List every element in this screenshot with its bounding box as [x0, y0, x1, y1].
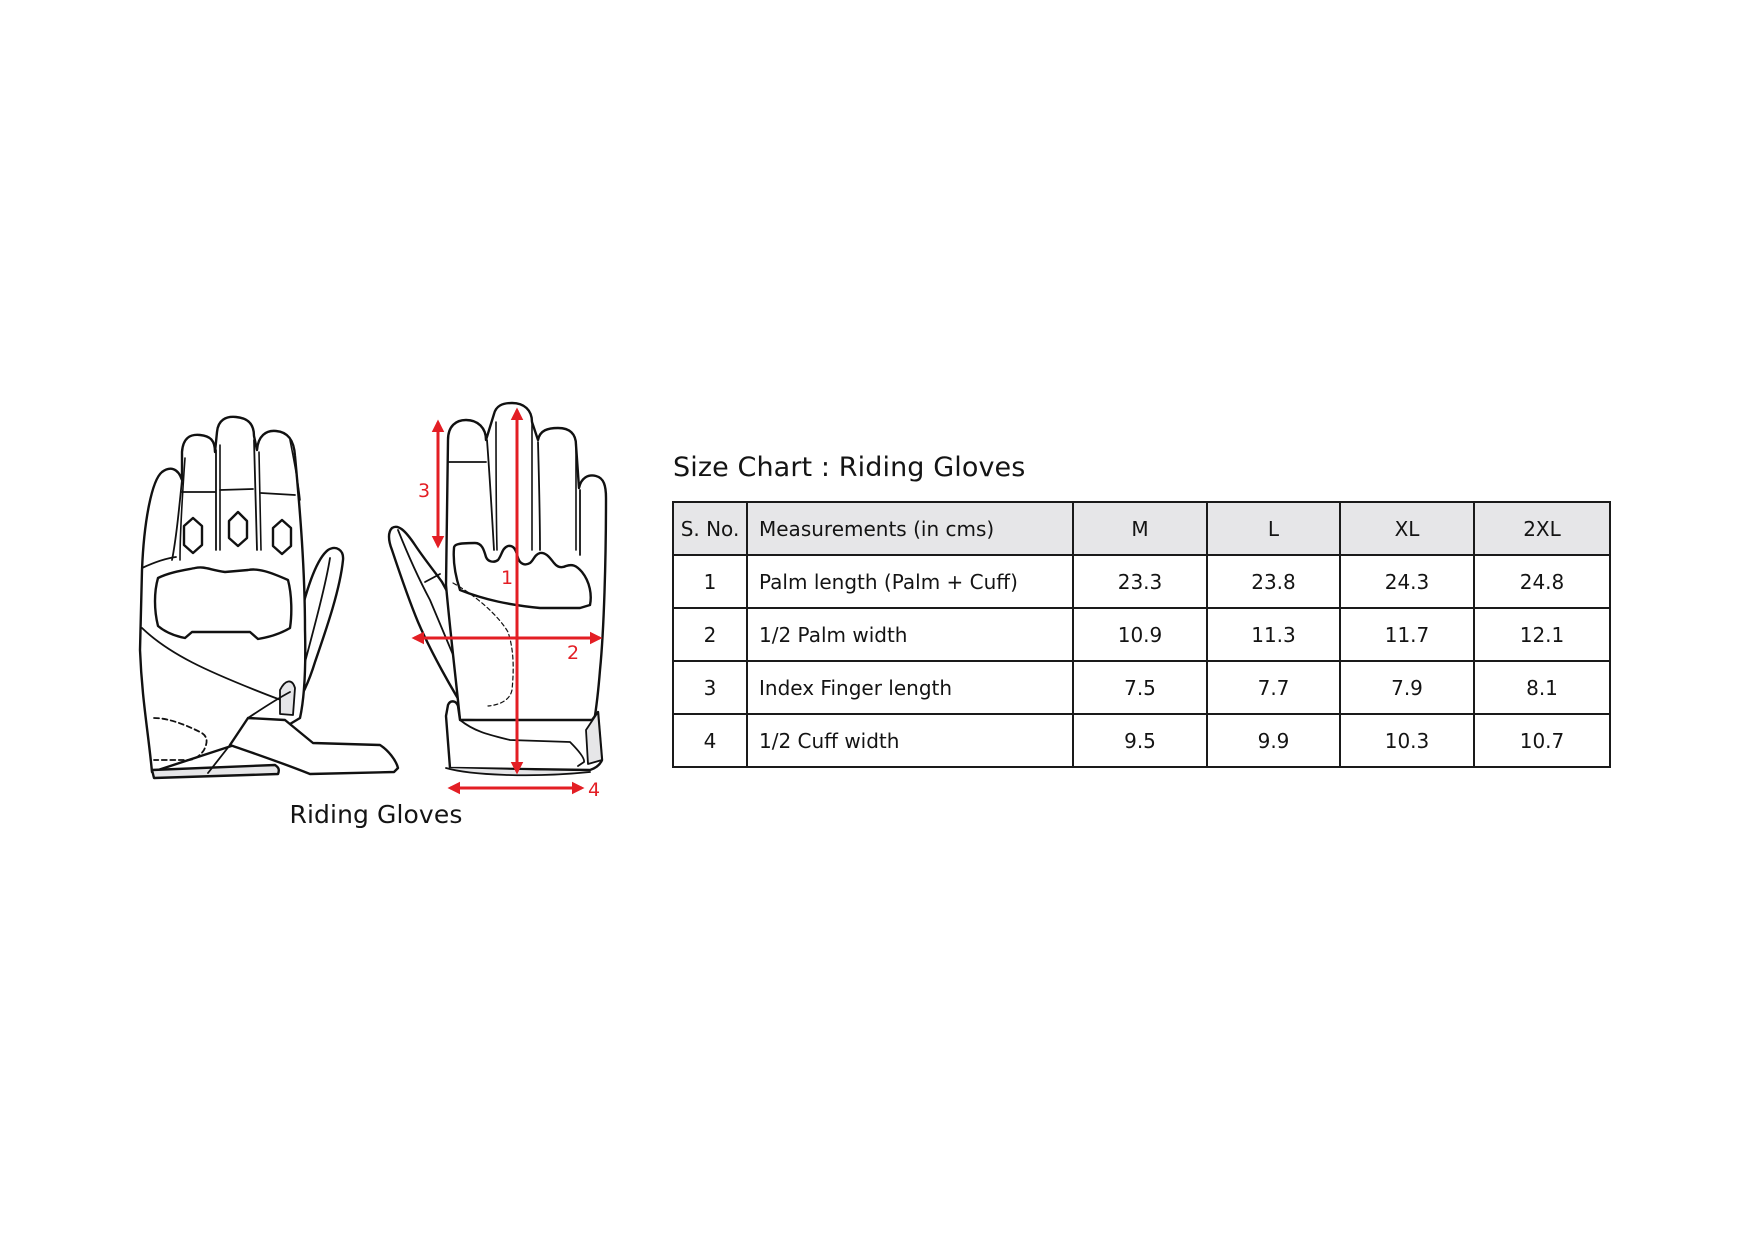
measurement-arrows: [411, 407, 603, 795]
measure-label-4: 4: [588, 779, 600, 801]
table-row: 3 Index Finger length 7.5 7.7 7.9 8.1: [672, 660, 1611, 715]
cell-xl: 24.3: [1339, 554, 1475, 609]
cell-m: 10.9: [1072, 607, 1208, 662]
cell-sno: 1: [672, 554, 748, 609]
measure-label-3: 3: [418, 480, 430, 502]
cell-l: 23.8: [1206, 554, 1341, 609]
cell-m: 9.5: [1072, 713, 1208, 768]
cell-l: 7.7: [1206, 660, 1341, 715]
header-size-2xl: 2XL: [1473, 501, 1611, 556]
glove-palm-view: [387, 401, 608, 777]
glove-illustration: 1 2 3 4: [130, 400, 630, 820]
glove-back-view: [138, 415, 400, 780]
cell-2xl: 12.1: [1473, 607, 1611, 662]
size-chart-title: Size Chart : Riding Gloves: [673, 452, 1026, 483]
measure-label-2: 2: [567, 642, 579, 664]
header-measurement: Measurements (in cms): [746, 501, 1074, 556]
header-size-m: M: [1072, 501, 1208, 556]
cell-measurement: Palm length (Palm + Cuff): [746, 554, 1074, 609]
cell-m: 7.5: [1072, 660, 1208, 715]
cell-sno: 3: [672, 660, 748, 715]
table-header-row: S. No. Measurements (in cms) M L XL 2XL: [672, 501, 1611, 556]
cell-measurement: 1/2 Cuff width: [746, 713, 1074, 768]
cell-m: 23.3: [1072, 554, 1208, 609]
cell-measurement: Index Finger length: [746, 660, 1074, 715]
cell-2xl: 10.7: [1473, 713, 1611, 768]
cell-measurement: 1/2 Palm width: [746, 607, 1074, 662]
cell-sno: 2: [672, 607, 748, 662]
cell-l: 11.3: [1206, 607, 1341, 662]
cell-xl: 10.3: [1339, 713, 1475, 768]
header-size-xl: XL: [1339, 501, 1475, 556]
cell-sno: 4: [672, 713, 748, 768]
illustration-caption: Riding Gloves: [289, 800, 463, 829]
measure-label-1: 1: [501, 567, 513, 589]
glove-diagram: 1 2 3 4: [138, 401, 608, 801]
size-chart-table: S. No. Measurements (in cms) M L XL 2XL …: [672, 501, 1611, 768]
cell-xl: 11.7: [1339, 607, 1475, 662]
cell-2xl: 8.1: [1473, 660, 1611, 715]
cell-l: 9.9: [1206, 713, 1341, 768]
cell-xl: 7.9: [1339, 660, 1475, 715]
header-size-l: L: [1206, 501, 1341, 556]
cell-2xl: 24.8: [1473, 554, 1611, 609]
table-row: 1 Palm length (Palm + Cuff) 23.3 23.8 24…: [672, 554, 1611, 609]
header-sno: S. No.: [672, 501, 748, 556]
table-row: 4 1/2 Cuff width 9.5 9.9 10.3 10.7: [672, 713, 1611, 768]
table-row: 2 1/2 Palm width 10.9 11.3 11.7 12.1: [672, 607, 1611, 662]
